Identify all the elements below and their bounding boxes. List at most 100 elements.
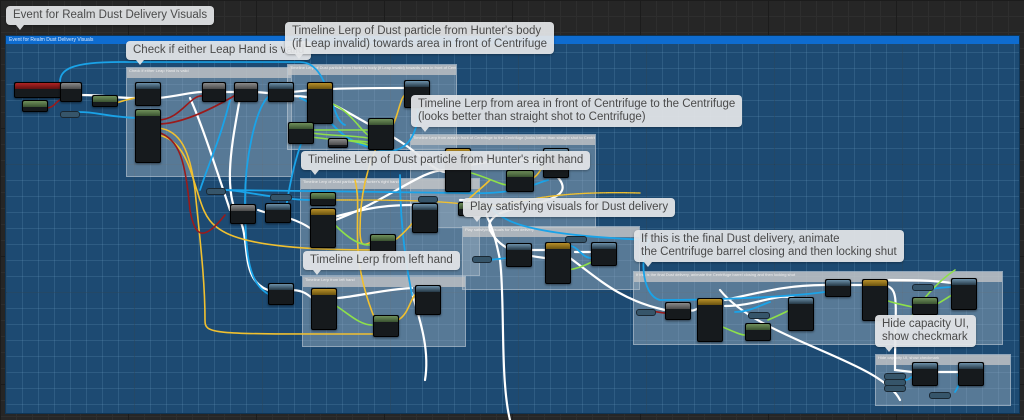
object-wire [199,99,231,191]
object-wire [399,174,413,296]
is-valid-node[interactable] [135,82,161,106]
vector-wire [311,132,369,139]
comment-bubble-leap-check: Check if either Leap Hand is valid [126,41,312,65]
variable-node[interactable] [270,194,292,201]
object-wire [487,203,826,301]
exec-wire [723,283,827,302]
variable-node[interactable] [206,188,226,195]
variable-node[interactable] [912,284,934,291]
comment-title: Timeline Lerp of Dust particle from Hunt… [301,179,479,189]
timeline-node[interactable] [545,242,571,284]
timeline-node[interactable] [862,279,888,321]
lerp-node[interactable] [373,315,399,337]
branch-node[interactable] [665,302,691,320]
object-wire [244,96,271,296]
bool-wire [157,95,235,125]
comment-bubble-body-lerp: Timeline Lerp of Dust particle from Hunt… [285,22,555,59]
vector-wire [334,304,373,326]
exec-wire [568,256,667,312]
object-wire [224,189,313,201]
pure-node[interactable] [92,95,118,107]
bubble-line: If this is the final Dust delivery, anim… [641,233,840,245]
float-wire [157,134,381,251]
bool-wire [157,131,226,234]
lerp-node[interactable] [368,118,394,150]
variable-node[interactable] [60,111,80,118]
comment-bubble-satisfying: Play satisfying visuals for Dust deliver… [463,198,676,222]
exec-wire [336,286,414,300]
object-wire [224,179,549,195]
timeline-node[interactable] [697,298,723,342]
bubble-line: (if Leap invalid) towards area in front … [292,38,548,50]
object-wire [734,301,771,313]
comment-title: Hide capacity UI, show checkmark [876,355,1010,365]
vector-wire [467,171,509,186]
object-wire [77,111,136,119]
function-node[interactable] [825,279,851,297]
comment-title: If this is the final Dust delivery, anim… [634,272,1002,282]
lerp-node[interactable] [912,297,938,315]
set-rotation-node[interactable] [951,278,977,310]
variable-node[interactable] [418,196,438,203]
exec-wire [883,278,954,285]
bubble-line: Timeline Lerp of Dust particle from Hunt… [292,25,542,37]
pure-node[interactable] [328,138,348,148]
branch-node[interactable] [230,204,256,224]
variable-node[interactable] [748,312,770,319]
pure-node[interactable] [310,192,336,206]
timeline-node[interactable] [307,82,333,124]
sequence-node[interactable] [60,82,82,102]
exec-wire [328,203,414,220]
timeline-node[interactable] [310,208,336,248]
object-wire [59,61,346,126]
comment-title: Timeline Lerp from left hand [303,277,465,287]
exec-wire [883,283,914,374]
set-visibility-node[interactable] [912,362,938,386]
exec-wire [254,90,270,95]
variable-node[interactable] [565,236,587,243]
comment-bubble-left-hand-lerp: Timeline Lerp from left hand [303,251,460,275]
lerp-node[interactable] [745,323,771,341]
variable-node[interactable] [472,256,492,263]
variable-node[interactable] [929,392,951,399]
comment-title: Timeline Lerp of Dust particle from Hunt… [288,65,456,75]
pure-node[interactable] [288,122,314,144]
float-wire [157,127,381,335]
float-wire [354,179,381,331]
comment-bubble-outer: Event for Realm Dust Delivery Visuals [6,6,215,30]
function-node[interactable] [268,82,294,102]
comment-title: Check if either Leap Hand is valid [127,68,291,78]
float-wire [397,294,416,321]
function-node[interactable] [591,242,617,266]
getter-node[interactable] [22,100,48,112]
set-location-node[interactable] [412,203,438,233]
function-node[interactable] [265,203,291,223]
bubble-line: show checkmark [882,331,968,343]
lerp-node[interactable] [506,170,534,192]
set-rotation-node[interactable] [788,297,814,331]
timeline-node[interactable] [311,288,337,330]
bubble-line: the Centrifuge barrel closing and then l… [641,246,897,258]
break-struct-node[interactable] [135,109,161,163]
object-wire [904,376,913,381]
comment-bubble-centrifuge-lerp: Timeline Lerp from area in front of Cent… [411,95,743,132]
bool-wire [157,95,203,121]
branch-node[interactable] [202,82,226,102]
variable-node[interactable] [636,309,656,316]
branch-node[interactable] [234,82,258,102]
exec-wire [458,198,512,420]
comment-bubble-final-delivery: If this is the final Dust delivery, anim… [634,230,904,267]
bubble-line: (looks better than straight shot to Cent… [418,111,646,123]
comment-bubble-right-hand-lerp: Timeline Lerp of Dust particle from Hunt… [301,151,591,175]
set-visibility-node[interactable] [958,362,984,386]
set-location-node[interactable] [415,285,441,315]
variable-node[interactable] [884,385,906,392]
comment-bubble-hide-capacity: Hide capacity UI, show checkmark [875,315,976,352]
exec-wire [156,90,204,100]
function-node[interactable] [268,283,294,305]
event-node[interactable] [14,82,62,98]
exec-wire [410,291,428,382]
comment-title: Timeline Lerp from area in front of Cent… [411,135,595,145]
spawn-emitter-node[interactable] [506,243,532,267]
